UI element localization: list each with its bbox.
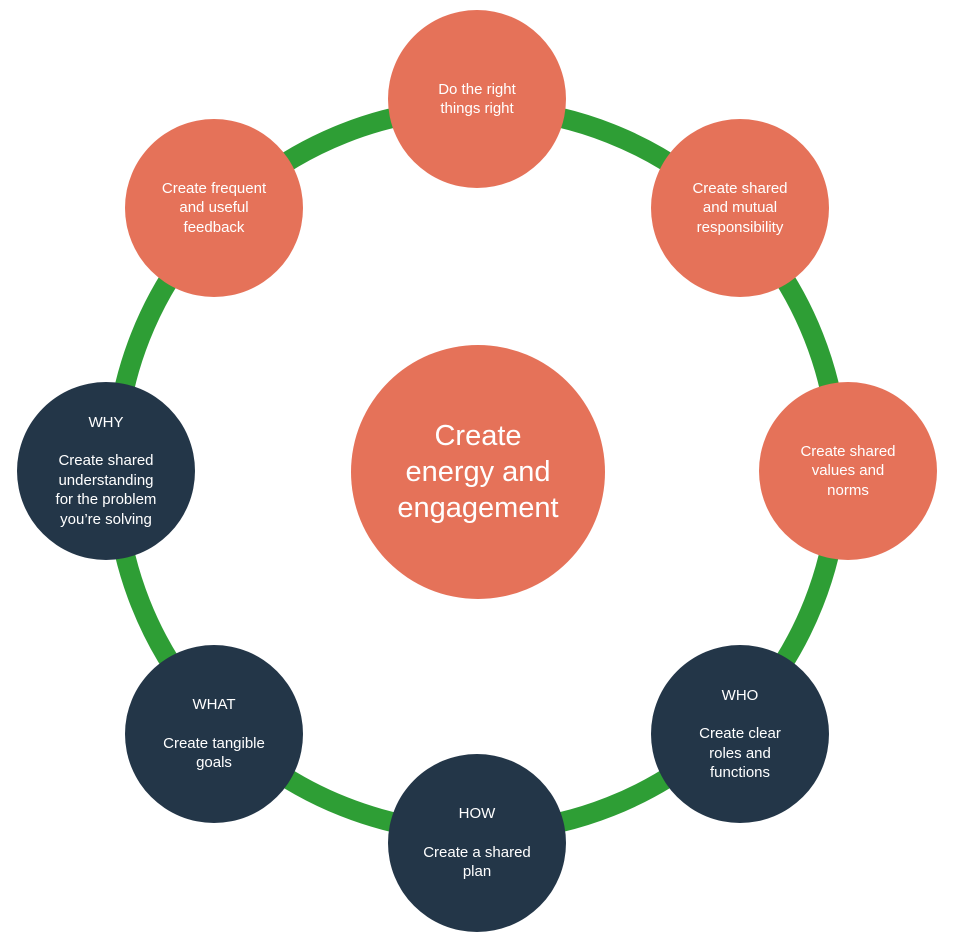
node-text-line: feedback	[183, 218, 245, 236]
node-text-line: Create a shared	[423, 843, 531, 861]
node-text-line: Create frequent	[161, 179, 267, 197]
center-circle: Create energy and engagement	[351, 345, 605, 599]
node-text-line: for the problem	[55, 491, 157, 509]
node-text-line: values and	[811, 462, 885, 480]
node-text-line: you’re solving	[60, 510, 152, 528]
node-text-line: Do the right	[438, 80, 516, 98]
node-do-right: Do the right things right	[388, 10, 566, 188]
node-text-line: Create shared	[800, 442, 896, 460]
node-text-line: Create clear	[699, 725, 781, 742]
node-text-line: roles and	[709, 744, 771, 762]
center-line-2: energy and	[405, 456, 551, 488]
node-text-line: things right	[440, 100, 514, 117]
node-who: WHO Create clear roles and functions	[651, 645, 829, 823]
node-text-line: understanding	[58, 471, 154, 489]
center-line-1: Create	[434, 420, 522, 452]
node-text-line: responsibility	[696, 218, 784, 236]
node-heading: WHY	[88, 413, 124, 431]
node-text-line: and mutual	[702, 199, 778, 217]
node-what: WHAT Create tangible goals	[125, 645, 303, 823]
node-text-line: Create tangible	[163, 734, 265, 752]
node-heading: HOW	[458, 805, 496, 823]
center-text: Create energy and engagement	[397, 418, 558, 526]
node-text-line: norms	[827, 481, 869, 499]
node-text-line: goals	[196, 754, 232, 772]
node-text-line: functions	[709, 764, 771, 781]
center-line-3: engagement	[397, 492, 559, 524]
node-heading: WHO	[721, 686, 759, 704]
node-text-line: and useful	[179, 199, 249, 217]
node-text-line: Create shared	[58, 452, 154, 470]
node-heading: WHAT	[192, 696, 236, 714]
node-text-line: Create shared	[692, 179, 788, 197]
node-text-line: plan	[462, 863, 492, 881]
node-how: HOW Create a shared plan	[388, 754, 566, 932]
